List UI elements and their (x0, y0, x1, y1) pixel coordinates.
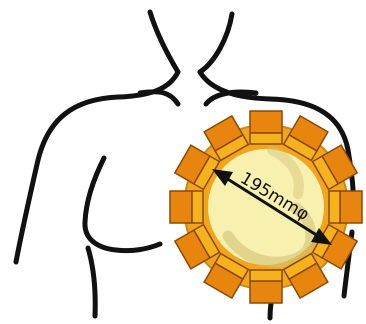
antenna-element (329, 191, 362, 223)
antenna-element-outer (250, 281, 282, 303)
antenna-element-inner (192, 191, 203, 223)
antenna-element-inner (250, 133, 282, 144)
antenna-element-outer (250, 111, 282, 133)
collarbone-left (140, 92, 178, 104)
antenna-element (170, 191, 203, 223)
antenna-element-outer (170, 191, 192, 223)
antenna-element-outer (340, 191, 362, 223)
antenna-element (250, 270, 282, 303)
antenna-element-inner (329, 191, 340, 223)
antenna-element (250, 111, 282, 144)
left-side-contour (88, 248, 95, 316)
antenna-element-inner (250, 270, 282, 281)
applicator: 195mmφ (170, 111, 362, 303)
neck-left-line (150, 12, 178, 72)
neck-right-line (200, 14, 232, 72)
left-chest-contour (85, 158, 160, 251)
